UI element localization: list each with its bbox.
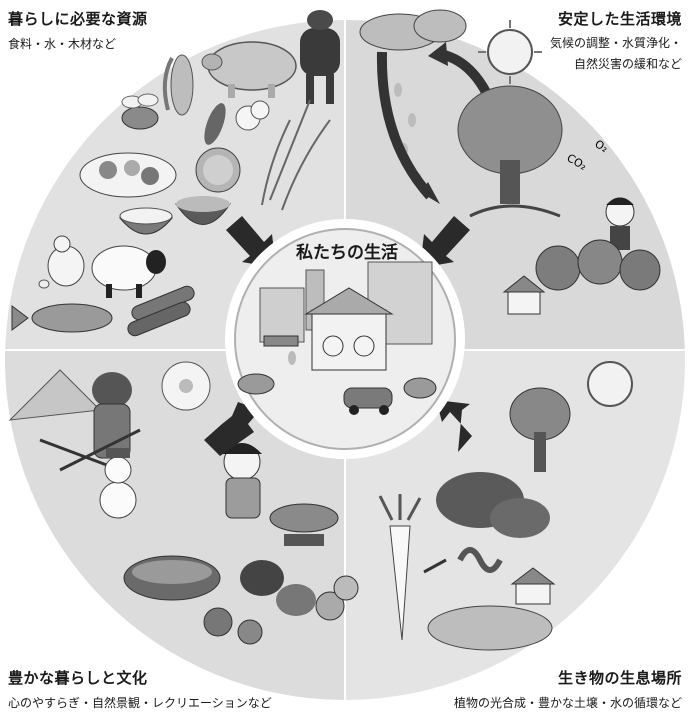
snowman-icon <box>99 448 137 519</box>
meal-plate-icon <box>79 152 177 198</box>
rice-plant-icon <box>261 99 331 211</box>
soil-insects-icon <box>436 472 550 538</box>
skier-icon <box>39 372 141 472</box>
sun-icon <box>478 20 542 84</box>
chicken-icon <box>38 235 85 289</box>
habitat-title: 生き物の生息場所 <box>557 669 682 687</box>
tree-icon <box>457 85 563 218</box>
house-icon <box>502 275 546 315</box>
mountain-icon <box>8 369 102 421</box>
culture-subtitle: 心のやすらぎ・自然景観・レクリエーションなど <box>8 696 272 710</box>
bonsai-icon <box>269 503 339 546</box>
cherry-blossom-icon <box>161 361 211 411</box>
cloud-icon <box>359 9 467 51</box>
cow-icon <box>300 10 340 104</box>
orange-slice-icon <box>195 147 241 193</box>
resources-caption: 暮らしに必要な資源 食料・水・木材など <box>8 8 148 52</box>
resources-subtitle: 食料・水・木材など <box>8 37 117 51</box>
arrow-from-environment <box>420 216 470 268</box>
logs-icon <box>127 285 195 337</box>
environment-subtitle-line1: 気候の調整・水質浄化・ <box>549 36 682 50</box>
evaporation-arrow-head <box>428 42 448 66</box>
center-title: 私たちの生活 <box>296 243 398 263</box>
sheep-icon <box>91 245 166 298</box>
culture-title: 豊かな暮らしと文化 <box>8 669 148 687</box>
forest-icon <box>535 239 661 291</box>
habitat-subtitle: 植物の光合成・豊かな土壌・水の循環など <box>453 696 682 710</box>
pig-icon <box>201 41 297 98</box>
arrow-from-culture <box>204 402 260 456</box>
girl-icon <box>222 443 262 519</box>
o2-label: O₂ <box>593 137 611 155</box>
fish-icon <box>11 303 113 333</box>
environment-subtitle-line2: 自然災害の緩和など <box>573 57 682 71</box>
center-circle <box>225 219 465 459</box>
rain-arrow-head <box>420 182 440 204</box>
cotton-icon <box>235 100 270 131</box>
rain-flow-arrow <box>376 51 434 200</box>
child-icon <box>605 197 635 250</box>
food-bowls-icon <box>203 607 263 645</box>
beans-icon <box>204 103 226 145</box>
resources-title: 暮らしに必要な資源 <box>8 10 148 28</box>
rice-bowl-icon <box>118 207 174 235</box>
leaf-plant-icon <box>237 373 437 399</box>
bee-icon <box>121 93 159 130</box>
radish-icon <box>378 494 422 641</box>
autumn-leaves-icon <box>240 560 316 616</box>
culture-illustration <box>8 361 359 645</box>
flower-bouquet-icon <box>315 575 359 621</box>
earthworm-icon <box>457 547 503 573</box>
habitat-caption: 生き物の生息場所 植物の光合成・豊かな土壌・水の循環など <box>454 667 682 711</box>
environment-subtitle: 気候の調整・水質浄化・ 自然災害の緩和など <box>550 33 682 75</box>
faucet-icon <box>263 335 299 365</box>
soil-arrow <box>423 558 447 574</box>
pot-dish-icon <box>123 555 221 601</box>
arrow-from-habitat <box>436 400 472 452</box>
culture-caption: 豊かな暮らしと文化 心のやすらぎ・自然景観・レクリエーションなど <box>8 667 272 711</box>
habitat-illustration <box>378 361 633 651</box>
tree-icon-2 <box>509 387 571 472</box>
pond-icon <box>427 605 553 651</box>
soup-bowl-icon <box>175 196 231 225</box>
house-icon-2 <box>510 567 556 605</box>
environment-title: 安定した生活環境 <box>557 10 682 28</box>
environment-illustration: O₂ CO₂ <box>359 9 661 315</box>
resources-illustration <box>11 10 340 337</box>
corn-icon <box>162 54 194 116</box>
sun-icon-2 <box>587 361 633 407</box>
car-icon <box>343 387 393 415</box>
family-house-icon <box>304 287 394 371</box>
environment-caption: 安定した生活環境 気候の調整・水質浄化・ 自然災害の緩和など <box>550 8 682 75</box>
